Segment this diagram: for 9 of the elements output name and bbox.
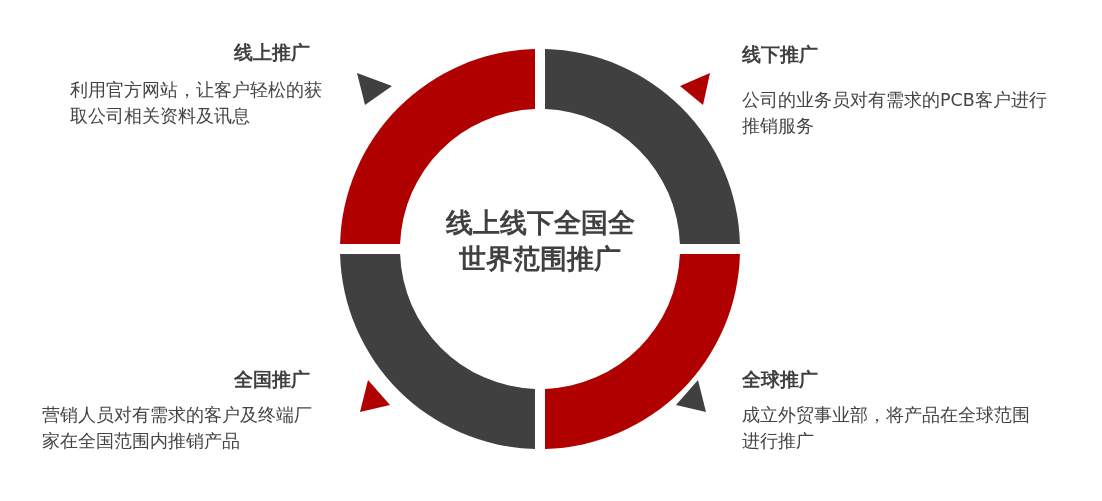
center-title: 线上线下全国全世界范围推广 bbox=[444, 206, 636, 277]
section-description: 公司的业务员对有需求的PCB客户进行推销服务 bbox=[742, 89, 1048, 138]
section-heading: 线下推广 bbox=[742, 42, 819, 67]
section-heading: 全国推广 bbox=[233, 367, 310, 392]
section-description: 利用官方网站，让客户轻松的获取公司相关资料及讯息 bbox=[70, 79, 323, 128]
section-heading: 全球推广 bbox=[742, 367, 819, 392]
section-heading: 线上推广 bbox=[233, 40, 310, 65]
section-description: 成立外贸事业部，将产品在全球范围进行推广 bbox=[742, 404, 1031, 453]
section-description: 营销人员对有需求的客户及终端厂家在全国范围内推销产品 bbox=[42, 404, 313, 453]
